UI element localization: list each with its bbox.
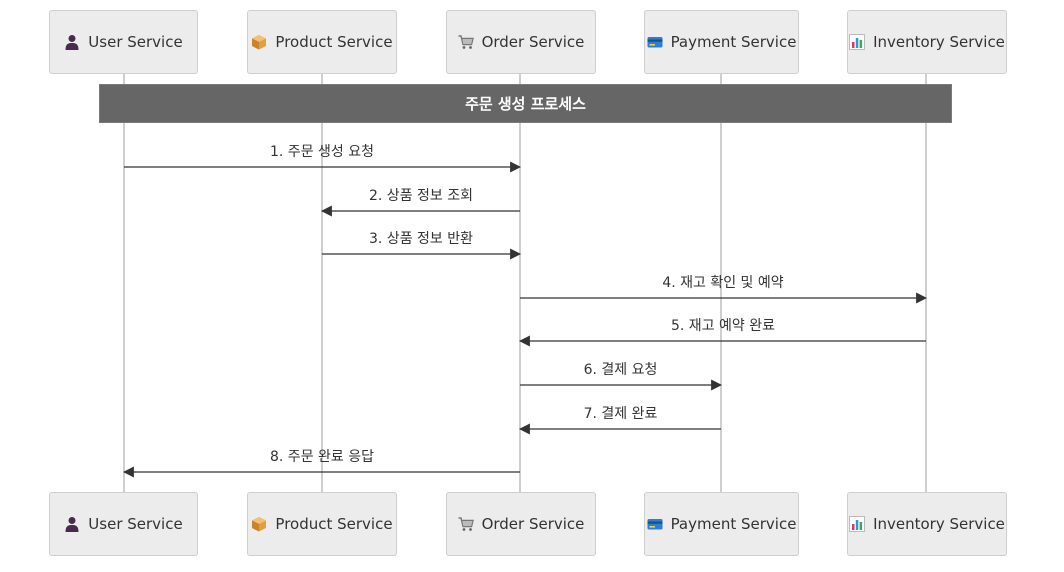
- message-label-7: 7. 결제 완료: [583, 406, 658, 422]
- actor-label: Inventory Service: [873, 33, 1005, 51]
- actor-label: Product Service: [275, 33, 393, 51]
- message-label-2: 2. 상품 정보 조회: [369, 188, 473, 204]
- note-order-creation-process: 주문 생성 프로세스: [99, 84, 952, 123]
- package-icon: [251, 516, 267, 532]
- message-label-1: 1. 주문 생성 요청: [270, 144, 374, 160]
- actor-product-service-bottom: Product Service: [247, 492, 397, 556]
- message-label-4: 4. 재고 확인 및 예약: [662, 275, 784, 291]
- user-icon: [64, 516, 80, 532]
- credit-card-icon: [647, 34, 663, 50]
- lifeline-payment-service: [720, 74, 722, 494]
- actor-label: Order Service: [481, 515, 585, 533]
- lifeline-product-service: [321, 74, 323, 494]
- actor-label: Payment Service: [670, 33, 797, 51]
- actor-label: Order Service: [481, 33, 585, 51]
- message-label-5: 5. 재고 예약 완료: [671, 318, 775, 334]
- actor-user-service-top: User Service: [49, 10, 198, 74]
- lifeline-user-service: [123, 74, 125, 494]
- actor-label: Product Service: [275, 515, 393, 533]
- actor-order-service-bottom: Order Service: [446, 492, 596, 556]
- bar-chart-icon: [849, 516, 866, 532]
- message-label-8: 8. 주문 완료 응답: [270, 449, 374, 465]
- actor-label: User Service: [88, 33, 183, 51]
- shopping-cart-icon: [458, 516, 474, 532]
- actor-order-service-top: Order Service: [446, 10, 596, 74]
- actor-inventory-service-bottom: Inventory Service: [847, 492, 1007, 556]
- message-label-6: 6. 결제 요청: [583, 362, 658, 378]
- lifeline-inventory-service: [925, 74, 927, 494]
- actor-product-service-top: Product Service: [247, 10, 397, 74]
- actor-user-service-bottom: User Service: [49, 492, 198, 556]
- bar-chart-icon: [849, 34, 866, 50]
- user-icon: [64, 34, 80, 50]
- lifeline-order-service: [519, 74, 521, 494]
- actor-payment-service-bottom: Payment Service: [644, 492, 799, 556]
- actor-label: Inventory Service: [873, 515, 1005, 533]
- credit-card-icon: [647, 516, 663, 532]
- actor-inventory-service-top: Inventory Service: [847, 10, 1007, 74]
- shopping-cart-icon: [458, 34, 474, 50]
- message-label-3: 3. 상품 정보 반환: [369, 231, 473, 247]
- actor-label: User Service: [88, 515, 183, 533]
- package-icon: [251, 34, 267, 50]
- actor-label: Payment Service: [670, 515, 797, 533]
- actor-payment-service-top: Payment Service: [644, 10, 799, 74]
